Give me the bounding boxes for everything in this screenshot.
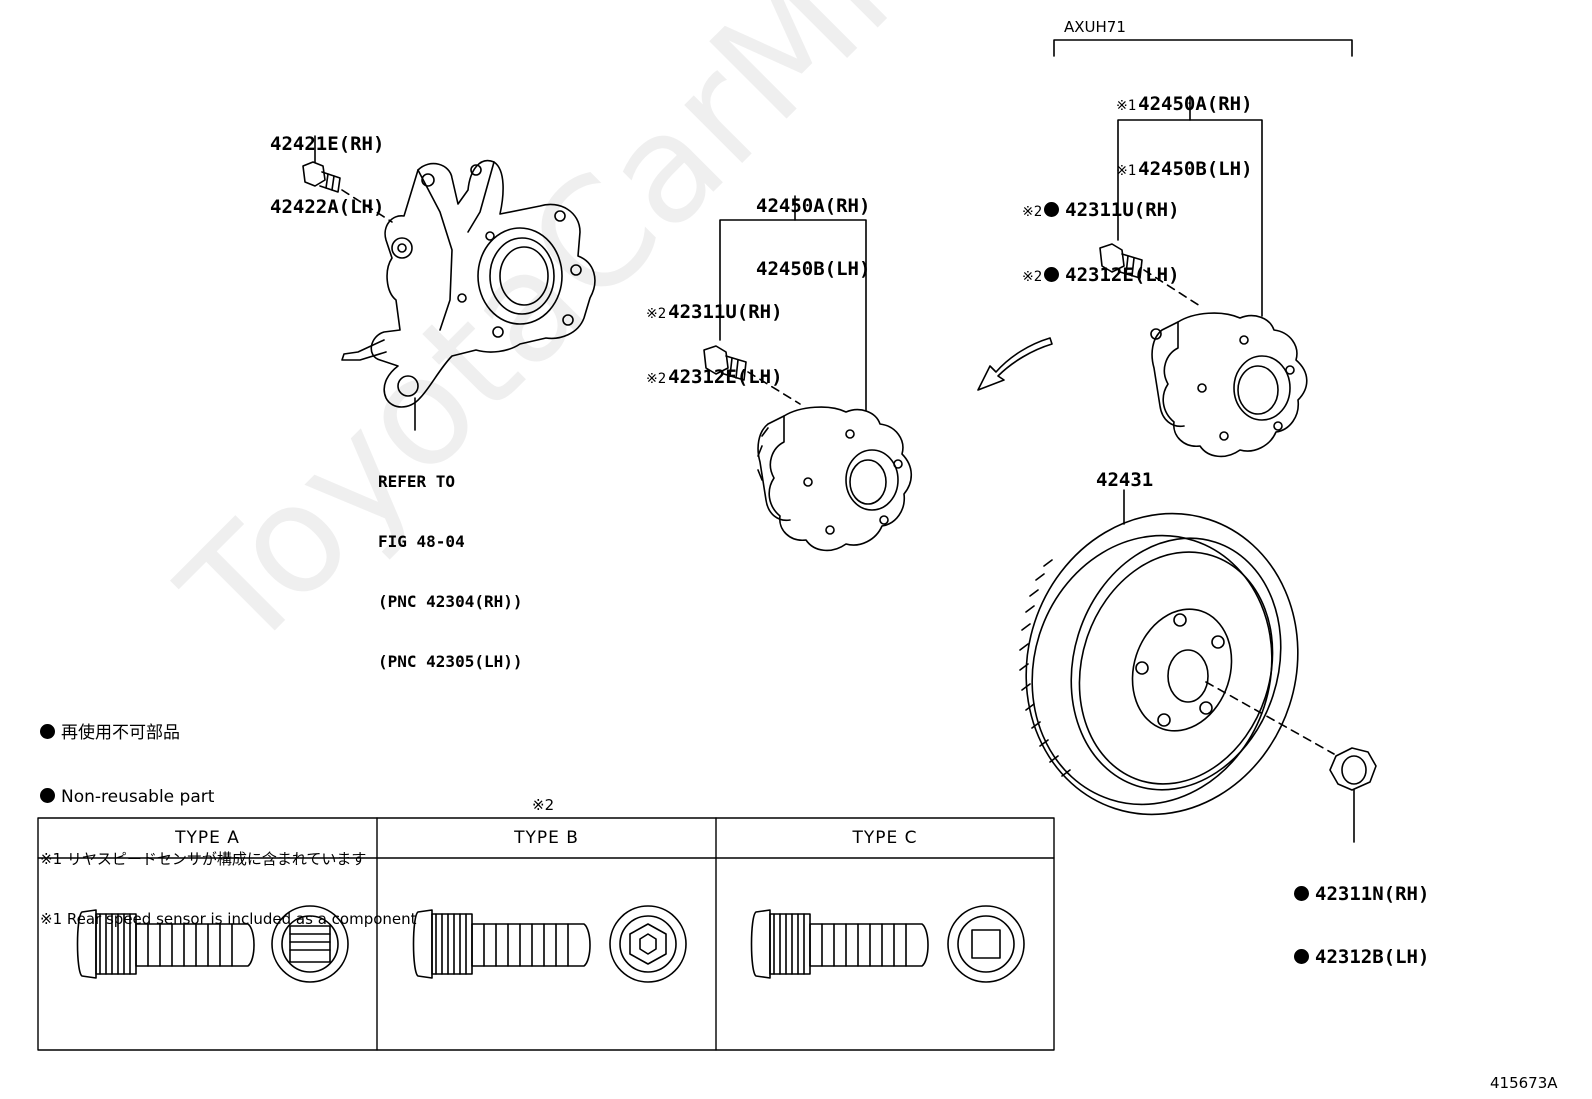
bolt-right-lh: 42312E(LH) — [1065, 264, 1180, 286]
hub-center-rh: 42450A(RH) — [756, 195, 871, 217]
refer-line-4: (PNC 42305(LH)) — [378, 652, 523, 671]
knuckle — [341, 159, 596, 408]
mark1: ※1 — [1116, 98, 1137, 114]
disc-label: 42431 — [1096, 469, 1154, 491]
mark1: ※1 — [1116, 163, 1137, 179]
bolt-right-rh: 42311U(RH) — [1065, 199, 1180, 221]
hub-right-lh: 42450B(LH) — [1138, 158, 1253, 180]
axuh-bracket — [1053, 39, 1353, 57]
hub-bolt-center — [703, 345, 801, 405]
stud-type-b — [412, 905, 687, 983]
non-reusable-dot-icon — [1294, 949, 1309, 964]
mark2: ※2 — [1022, 204, 1043, 220]
refer-line-2: FIG 48-04 — [378, 532, 465, 551]
mark2: ※2 — [1022, 269, 1043, 285]
hub-center — [757, 406, 913, 552]
axuh-label: AXUH71 — [1064, 18, 1126, 36]
refer-line-3: (PNC 42304(RH)) — [378, 592, 523, 611]
non-reusable-dot-icon — [40, 724, 55, 739]
non-reusable-dot-icon — [1044, 267, 1060, 282]
direction-arrow — [977, 337, 1053, 391]
table-mark: ※2 — [532, 796, 555, 814]
refer-line-1: REFER TO — [378, 472, 456, 491]
type-c-header: TYPE C — [852, 828, 918, 848]
nut-rh: 42311N(RH) — [1315, 883, 1430, 905]
hub-center-lh: 42450B(LH) — [756, 258, 871, 280]
note-en-sensor: ※1 Rear speed sensor is included as a co… — [40, 910, 417, 928]
hub-center-label: 42450A(RH) 42450B(LH) — [756, 154, 870, 301]
non-reusable-dot-icon — [40, 788, 55, 803]
bolt-center-lh: 42312E(LH) — [668, 366, 783, 388]
type-b-header: TYPE B — [514, 828, 579, 848]
refer-label: REFER TO FIG 48-04 (PNC 42304(RH)) (PNC … — [378, 432, 523, 692]
bolt-center-rh: 42311U(RH) — [668, 301, 783, 323]
knuckle-bolt-rh: 42421E(RH) — [270, 133, 385, 155]
figure-id: 415673A — [1490, 1074, 1558, 1092]
type-a-header: TYPE A — [175, 828, 240, 848]
mark2: ※2 — [646, 306, 667, 322]
stud-type-a — [76, 905, 349, 983]
knuckle-bolt — [302, 135, 393, 223]
hub-right-rh: 42450A(RH) — [1138, 93, 1253, 115]
knuckle-bolt-lh: 42422A(LH) — [270, 196, 385, 218]
bolt-right-label: ※2 42311U(RH) ※2 42312E(LH) — [1022, 158, 1180, 309]
legend: 再使用不可部品 Non-reusable part ※1 リヤスピードセンサが構… — [40, 682, 417, 949]
hub-center-leader — [719, 195, 796, 341]
note-jp-nonreusable: 再使用不可部品 — [61, 723, 180, 743]
note-en-nonreusable: Non-reusable part — [61, 787, 215, 807]
brake-disc — [1019, 512, 1335, 816]
type-table — [37, 817, 1055, 1051]
stud-type-c — [750, 905, 1025, 983]
hub-bolt-right — [1099, 243, 1201, 307]
note-jp-sensor: ※1 リヤスピードセンサが構成に含まれています — [40, 850, 367, 868]
knuckle-bolt-label: 42421E(RH) 42422A(LH) — [270, 92, 384, 239]
nut-lh: 42312B(LH) — [1315, 946, 1430, 968]
hub-right — [1150, 312, 1308, 458]
hub-right-leader — [1117, 95, 1191, 241]
non-reusable-dot-icon — [1294, 886, 1309, 901]
hub-nut — [1329, 747, 1377, 843]
nut-label: 42311N(RH) 42312B(LH) — [1294, 842, 1429, 989]
mark2: ※2 — [646, 371, 667, 387]
non-reusable-dot-icon — [1044, 202, 1060, 217]
